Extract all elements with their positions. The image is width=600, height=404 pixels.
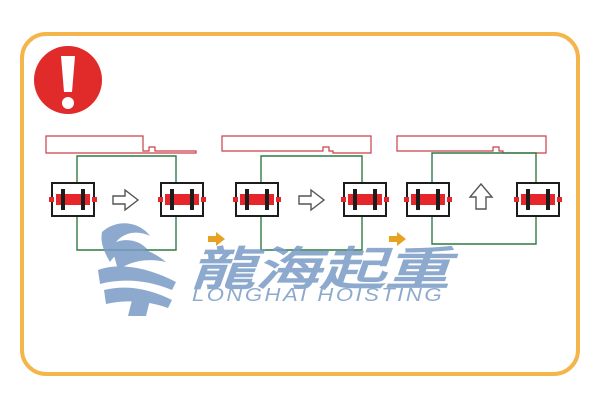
trolley-block	[514, 182, 562, 217]
girder	[396, 135, 547, 154]
arrow-up-icon	[468, 182, 494, 210]
trolley-block	[404, 182, 452, 217]
arrow-right-icon	[298, 188, 326, 212]
panel-step-1	[45, 135, 206, 251]
panel-step-2	[221, 135, 389, 251]
watermark-brand-cn: 龍海起重	[190, 242, 458, 296]
arrow-right-icon	[112, 188, 140, 212]
outer-frame	[20, 32, 580, 376]
trolley-block	[49, 182, 97, 217]
girder	[221, 135, 372, 154]
rope-line	[76, 155, 177, 183]
trolley-block	[158, 182, 206, 217]
rope-line	[431, 152, 537, 183]
small-arrow-icon	[389, 232, 406, 246]
rope-line	[260, 216, 363, 251]
trolley-block	[233, 182, 281, 217]
trolley-block	[341, 182, 389, 217]
panel-step-3	[396, 135, 562, 245]
girder	[45, 135, 197, 154]
rope-line	[431, 216, 537, 245]
watermark: 龍海起重 LONGHAI HOISTING	[98, 223, 458, 316]
watermark-brand-en: LONGHAI HOISTING	[192, 285, 444, 305]
rope-line	[260, 155, 363, 183]
wave-dragon-logo-icon	[98, 223, 176, 316]
exclamation-icon	[34, 46, 102, 114]
small-arrow-icon	[208, 232, 225, 246]
